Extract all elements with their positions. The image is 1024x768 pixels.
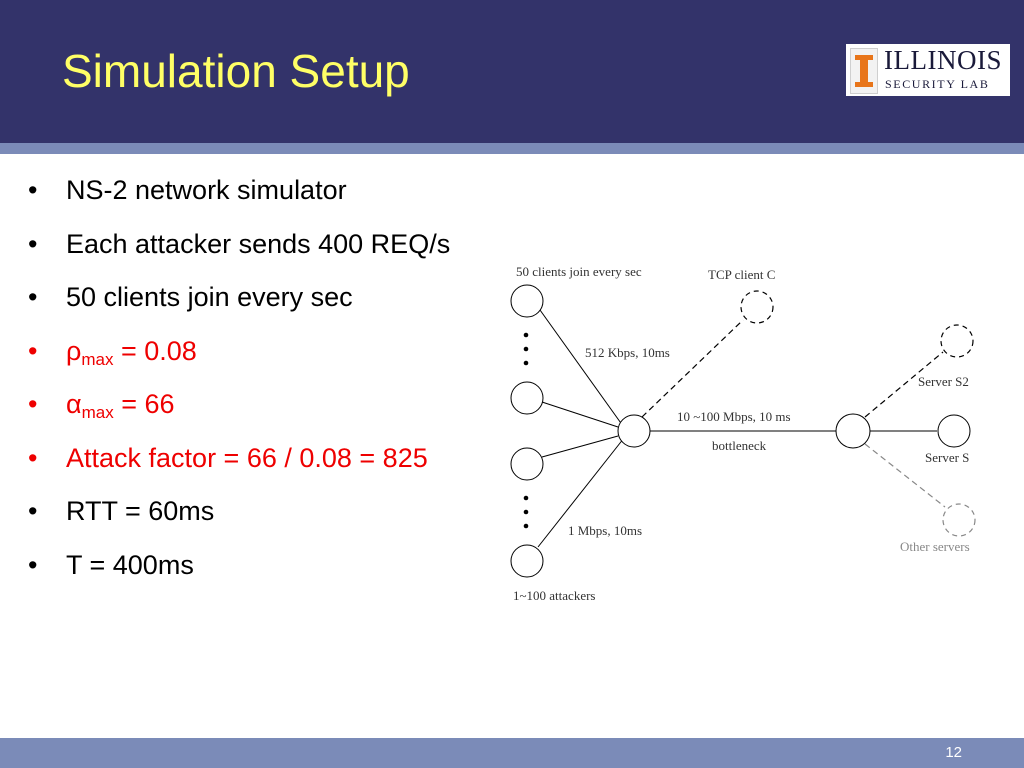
attacker-node-top (510, 447, 544, 481)
bullet-item: • T = 400ms (28, 545, 468, 586)
tcp-client-link (641, 319, 744, 418)
logo-line-2: SECURITY LAB (885, 77, 990, 91)
tcp-client-node (740, 290, 774, 324)
attacker-link-label: 1 Mbps, 10ms (568, 523, 642, 538)
client-node-top (510, 284, 544, 318)
alpha-value: = 66 (113, 389, 175, 419)
ellipsis-dot (523, 523, 529, 529)
bottleneck-label: bottleneck (712, 438, 767, 453)
client-bottom-link (541, 401, 619, 428)
rho-subscript: max (81, 349, 114, 369)
slide-title: Simulation Setup (62, 45, 410, 97)
ellipsis-dot (523, 495, 529, 501)
header-stripe (0, 143, 1024, 154)
page-number: 12 (945, 744, 962, 761)
ellipsis-dot (523, 509, 529, 515)
attacker-bottom-link (537, 437, 625, 548)
bullet-text: T = 400ms (66, 549, 194, 580)
client-link-label: 512 Kbps, 10ms (585, 345, 670, 360)
bullet-glyph: • (28, 496, 38, 526)
clients-label: 50 clients join every sec (516, 264, 642, 279)
attacker-top-link (541, 435, 619, 458)
ellipsis-dot (523, 332, 529, 338)
bullet-glyph: • (28, 389, 38, 419)
bullet-item: • Attack factor = 66 / 0.08 = 825 (28, 438, 468, 479)
bullet-item: • RTT = 60ms (28, 491, 468, 532)
other-server-node (942, 503, 976, 537)
other-servers-link (864, 443, 946, 508)
bullet-item: • 50 clients join every sec (28, 277, 468, 318)
router-node-right (835, 413, 871, 449)
bullet-list: • NS-2 network simulator • Each attacker s… (28, 170, 468, 598)
other-servers-label: Other servers (900, 539, 970, 554)
bullet-glyph: • (28, 282, 38, 312)
bullet-text: RTT = 60ms (66, 496, 215, 526)
attacker-node-bottom (510, 544, 544, 578)
bullet-item: • Each attacker sends 400 REQ/s (28, 224, 468, 265)
bullet-text: NS-2 network simulator (66, 175, 347, 205)
slide-footer: 12 (0, 738, 1024, 768)
router-node-left (617, 414, 651, 448)
bullet-item: • NS-2 network simulator (28, 170, 468, 211)
bullet-text: Attack factor = 66 / 0.08 = 825 (66, 442, 428, 473)
alpha-symbol: α (66, 389, 82, 419)
server-s2-link (864, 351, 944, 418)
server-s2-label: Server S2 (918, 374, 969, 389)
illinois-security-lab-logo: ILLINOIS SECURITY LAB (846, 44, 1010, 96)
bullet-glyph: • (28, 228, 38, 259)
logo-line-1: ILLINOIS (884, 45, 1002, 75)
bullet-text: 50 clients join every sec (66, 282, 353, 312)
client-top-link (539, 309, 624, 427)
server-s2-node (940, 324, 974, 358)
server-s-label: Server S (925, 450, 969, 465)
bullet-glyph: • (28, 335, 38, 366)
ellipsis-dot (523, 360, 529, 366)
bullet-item: • ρmax = 0.08 (28, 331, 468, 372)
rho-value: = 0.08 (113, 335, 197, 366)
tcp-client-label: TCP client C (708, 267, 775, 282)
pillar-icon (850, 48, 878, 94)
bottleneck-spec-label: 10 ~100 Mbps, 10 ms (677, 409, 791, 424)
server-s-node (937, 414, 971, 448)
bullet-item: • αmax = 66 (28, 384, 468, 425)
network-topology-diagram: 50 clients join every sec TCP client C 5… (510, 264, 976, 603)
ellipsis-dot (523, 346, 529, 352)
bullet-glyph: • (28, 442, 38, 473)
rho-symbol: ρ (66, 335, 82, 366)
bullet-text: Each attacker sends 400 REQ/s (66, 228, 451, 259)
bullet-glyph: • (28, 175, 38, 205)
attackers-label: 1~100 attackers (513, 588, 595, 603)
client-node-bottom (510, 381, 544, 415)
bullet-glyph: • (28, 549, 38, 580)
alpha-subscript: max (81, 403, 114, 422)
slide-header: Simulation Setup ILLINOIS SECURITY LAB (0, 0, 1024, 143)
